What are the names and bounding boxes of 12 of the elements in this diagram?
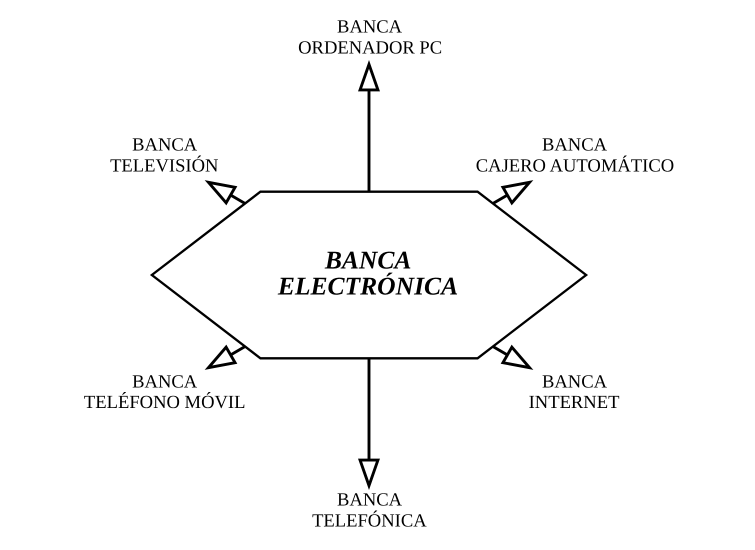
node-text: BANCA TELEVISIÓN (110, 134, 218, 177)
arrow (204, 344, 246, 370)
node-text: BANCA CAJERO AUTOMÁTICO (475, 134, 674, 177)
node-text: BANCA ORDENADOR PC (298, 16, 442, 58)
node-text: BANCA INTERNET (528, 371, 619, 414)
arrow (204, 180, 246, 206)
arrow (358, 358, 380, 490)
arrow (358, 60, 380, 192)
node-text: BANCA TELÉFONO MÓVIL (83, 371, 245, 414)
arrow (492, 344, 533, 370)
node-text: BANCA TELEFÓNICA (312, 490, 426, 532)
arrow (492, 180, 533, 206)
